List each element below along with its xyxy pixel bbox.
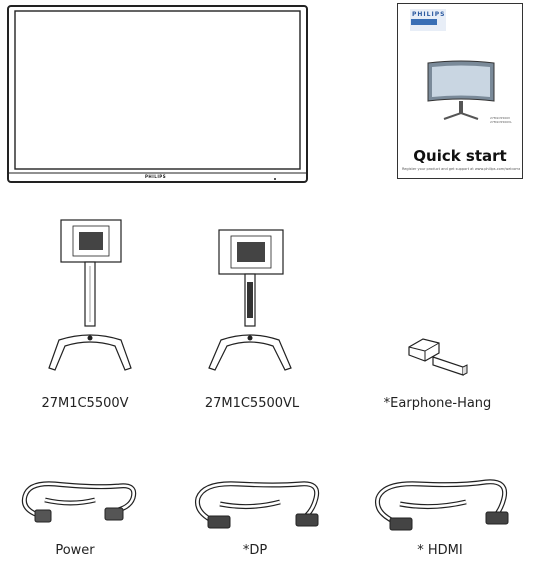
hdmi-cable-illustration [370, 468, 520, 536]
quick-start-model-2: 27M1C5500VL [490, 120, 512, 124]
quick-start-guide: PHILIPS 27M1C5500V 27M1C5500VL Quick sta… [397, 3, 523, 179]
label-stand-vl: 27M1C5500VL [204, 396, 300, 411]
label-power: Power [55, 543, 95, 558]
quick-start-model-1: 27M1C5500V [490, 116, 511, 120]
quick-start-monitor-image [427, 60, 495, 120]
label-dp: *DP [242, 543, 268, 558]
earphone-hang-illustration [405, 333, 470, 378]
quick-start-blue-tag [411, 19, 437, 25]
label-earphone-hang: *Earphone-Hang [383, 396, 492, 411]
label-stand-v: 27M1C5500V [41, 396, 129, 411]
dp-cable-illustration [190, 470, 330, 536]
quick-start-title: Quick start [413, 147, 507, 165]
power-cable-illustration [15, 470, 145, 530]
quick-start-brand: PHILIPS [412, 11, 446, 18]
monitor-logo: PHILIPS [145, 174, 167, 179]
monitor-illustration: PHILIPS [7, 5, 310, 185]
quick-start-footer: Register your product and get support at… [402, 167, 520, 171]
label-hdmi: * HDMI [417, 543, 463, 558]
stand-vl-illustration [205, 228, 295, 383]
stand-v-illustration [45, 218, 135, 383]
